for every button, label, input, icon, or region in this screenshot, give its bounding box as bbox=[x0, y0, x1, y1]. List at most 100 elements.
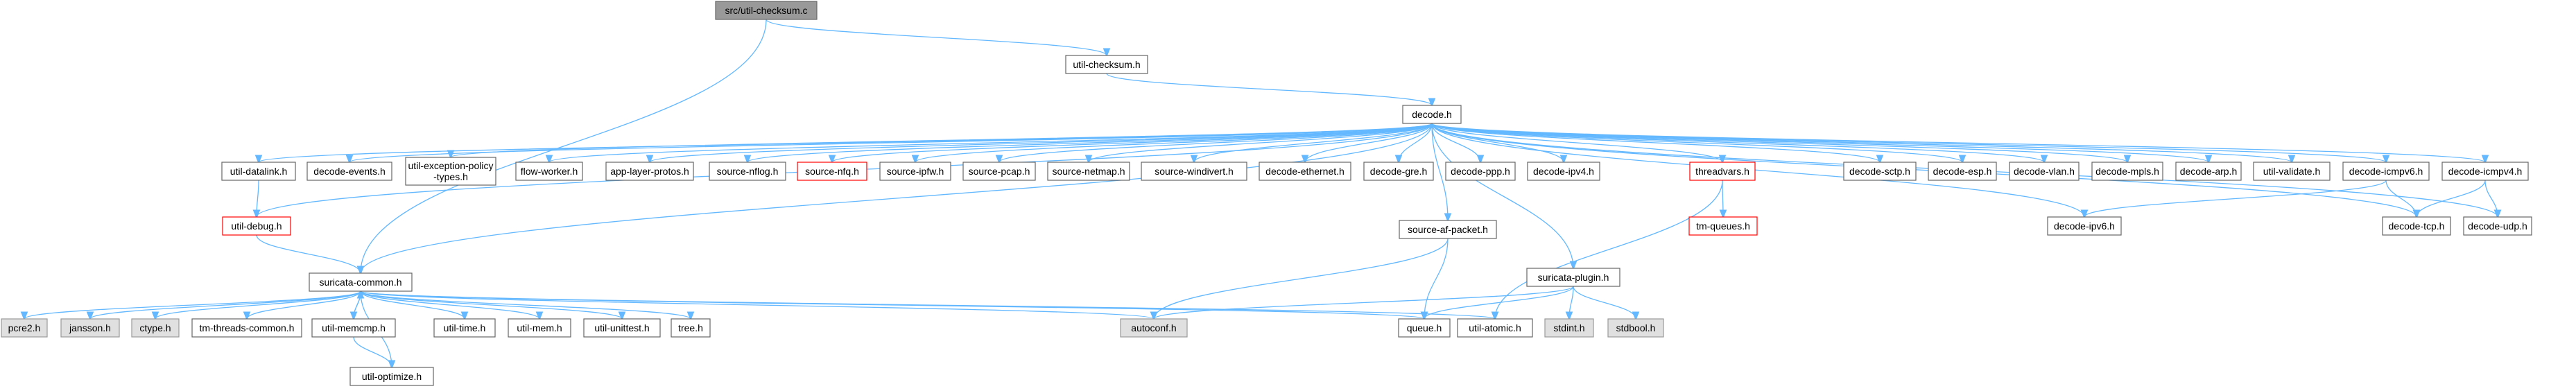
node-source-netmap[interactable]: source-netmap.h bbox=[1047, 162, 1130, 181]
edge-decode-to-decode-events bbox=[349, 123, 1433, 162]
node-source-windivert[interactable]: source-windivert.h bbox=[1141, 162, 1247, 181]
node-suricata-plugin[interactable]: suricata-plugin.h bbox=[1526, 268, 1620, 287]
edge-decode-to-decode-tcp bbox=[1431, 123, 2417, 217]
node-util-unittest[interactable]: util-unittest.h bbox=[583, 318, 661, 338]
node-label: decode-ipv4.h bbox=[1533, 166, 1594, 177]
node-label: source-nflog.h bbox=[717, 166, 779, 177]
node-util-exception[interactable]: util-exception-policy-types.h bbox=[405, 157, 496, 186]
edge-util-memcmp-to-suricata-common bbox=[353, 291, 361, 320]
edge-decode-to-decode-ipv4 bbox=[1431, 123, 1564, 162]
node-box bbox=[1141, 162, 1247, 181]
node-decode-mpls[interactable]: decode-mpls.h bbox=[2091, 162, 2163, 181]
node-label: jansson.h bbox=[69, 322, 111, 333]
node-box bbox=[221, 162, 296, 181]
node-util-time[interactable]: util-time.h bbox=[433, 318, 496, 338]
node-box bbox=[1843, 162, 1917, 181]
edge-decode-to-source-nfq bbox=[832, 123, 1433, 162]
node-label: util-optimize.h bbox=[362, 371, 422, 382]
node-label: source-pcap.h bbox=[969, 166, 1030, 177]
edge-suricata-common-to-ctype bbox=[155, 290, 361, 319]
node-suricata-common[interactable]: suricata-common.h bbox=[309, 272, 413, 292]
node-util-memcmp[interactable]: util-memcmp.h bbox=[311, 318, 396, 338]
node-decode-icmpv4[interactable]: decode-icmpv4.h bbox=[2441, 162, 2529, 181]
node-decode[interactable]: decode.h bbox=[1402, 105, 1462, 124]
node-label: util-atomic.h bbox=[1469, 322, 1521, 333]
node-tm-queues[interactable]: tm-queues.h bbox=[1688, 216, 1758, 236]
node-label: decode.h bbox=[1412, 109, 1452, 120]
edge-decode-to-util-exception bbox=[451, 123, 1433, 157]
node-source-nfq[interactable]: source-nfq.h bbox=[797, 162, 867, 181]
edge-suricata-common-to-util-atomic bbox=[360, 290, 1495, 319]
node-source-ipfw[interactable]: source-ipfw.h bbox=[879, 162, 951, 181]
edge-suricata-common-to-tree bbox=[360, 290, 691, 319]
node-tree[interactable]: tree.h bbox=[671, 318, 711, 338]
node-flow-worker[interactable]: flow-worker.h bbox=[515, 162, 583, 181]
edge-root-to-suricata-common bbox=[361, 19, 767, 273]
node-util-mem[interactable]: util-mem.h bbox=[508, 318, 571, 338]
node-box bbox=[1402, 105, 1462, 124]
node-box bbox=[962, 162, 1036, 181]
node-tm-threads-common[interactable]: tm-threads-common.h bbox=[191, 318, 302, 338]
node-label: util-debug.h bbox=[231, 220, 282, 232]
edge-suricata-common-to-util-unittest bbox=[360, 290, 622, 319]
node-decode-arp[interactable]: decode-arp.h bbox=[2175, 162, 2242, 181]
node-box bbox=[60, 318, 120, 338]
node-box bbox=[1398, 318, 1451, 338]
edge-decode-to-decode-icmpv4 bbox=[1431, 123, 2485, 162]
node-label: decode-mpls.h bbox=[2095, 166, 2159, 177]
node-queue[interactable]: queue.h bbox=[1398, 318, 1451, 338]
node-decode-sctp[interactable]: decode-sctp.h bbox=[1843, 162, 1917, 181]
node-util-datalink[interactable]: util-datalink.h bbox=[221, 162, 296, 181]
edge-decode-to-decode-ethernet bbox=[1305, 123, 1433, 162]
node-util-atomic[interactable]: util-atomic.h bbox=[1457, 318, 1533, 338]
node-box bbox=[309, 272, 413, 292]
edge-suricata-plugin-to-stdint bbox=[1569, 286, 1574, 319]
node-label: source-ipfw.h bbox=[887, 166, 944, 177]
node-threadvars[interactable]: threadvars.h bbox=[1689, 162, 1756, 181]
node-root[interactable]: src/util-checksum.c bbox=[715, 1, 818, 20]
edge-root-to-utilchecksum bbox=[766, 19, 1107, 55]
node-decode-ethernet[interactable]: decode-ethernet.h bbox=[1259, 162, 1351, 181]
node-label: suricata-common.h bbox=[319, 277, 401, 288]
node-decode-ppp[interactable]: decode-ppp.h bbox=[1445, 162, 1516, 181]
node-ctype: ctype.h bbox=[131, 318, 180, 338]
node-decode-ipv6[interactable]: decode-ipv6.h bbox=[2047, 216, 2122, 236]
node-util-validate[interactable]: util-validate.h bbox=[2253, 162, 2331, 181]
edge-decode-to-app-layer-protos bbox=[650, 123, 1433, 162]
node-util-optimize[interactable]: util-optimize.h bbox=[349, 367, 434, 386]
node-box bbox=[1688, 216, 1758, 236]
node-source-pcap[interactable]: source-pcap.h bbox=[962, 162, 1036, 181]
node-stdint: stdint.h bbox=[1544, 318, 1594, 338]
node-decode-udp[interactable]: decode-udp.h bbox=[2463, 216, 2532, 236]
node-label: decode-esp.h bbox=[1933, 166, 1992, 177]
node-decode-vlan[interactable]: decode-vlan.h bbox=[2009, 162, 2080, 181]
node-label: decode-vlan.h bbox=[2014, 166, 2075, 177]
node-decode-icmpv6[interactable]: decode-icmpv6.h bbox=[2342, 162, 2430, 181]
edge-decode-to-suricata-common bbox=[361, 123, 1433, 273]
edges-layer bbox=[24, 19, 2498, 367]
edge-decode-icmpv6-to-decode-ipv6 bbox=[2084, 180, 2387, 217]
node-decode-ipv4[interactable]: decode-ipv4.h bbox=[1527, 162, 1600, 181]
node-decode-esp[interactable]: decode-esp.h bbox=[1928, 162, 1997, 181]
node-box bbox=[405, 157, 496, 186]
node-decode-events[interactable]: decode-events.h bbox=[306, 162, 392, 181]
node-app-layer-protos[interactable]: app-layer-protos.h bbox=[605, 162, 694, 181]
node-decode-tcp[interactable]: decode-tcp.h bbox=[2382, 216, 2451, 236]
node-source-af-packet[interactable]: source-af-packet.h bbox=[1399, 220, 1497, 239]
node-util-debug[interactable]: util-debug.h bbox=[222, 216, 291, 236]
edge-decode-to-source-af-packet bbox=[1431, 123, 1448, 220]
edge-suricata-common-to-autoconf bbox=[360, 290, 1154, 319]
node-label: stdint.h bbox=[1553, 322, 1584, 333]
node-pcre2: pcre2.h bbox=[1, 318, 48, 338]
node-label: util-time.h bbox=[444, 322, 486, 333]
node-box bbox=[1047, 162, 1130, 181]
node-decode-gre[interactable]: decode-gre.h bbox=[1363, 162, 1434, 181]
node-label: autoconf.h bbox=[1131, 322, 1176, 333]
node-utilchecksum[interactable]: util-checksum.h bbox=[1065, 55, 1148, 74]
node-label: pcre2.h bbox=[8, 322, 41, 333]
node-label: queue.h bbox=[1407, 322, 1442, 333]
edge-decode-to-source-pcap bbox=[999, 123, 1433, 162]
node-source-nflog[interactable]: source-nflog.h bbox=[709, 162, 786, 181]
edge-decode-to-decode-gre bbox=[1399, 123, 1433, 162]
